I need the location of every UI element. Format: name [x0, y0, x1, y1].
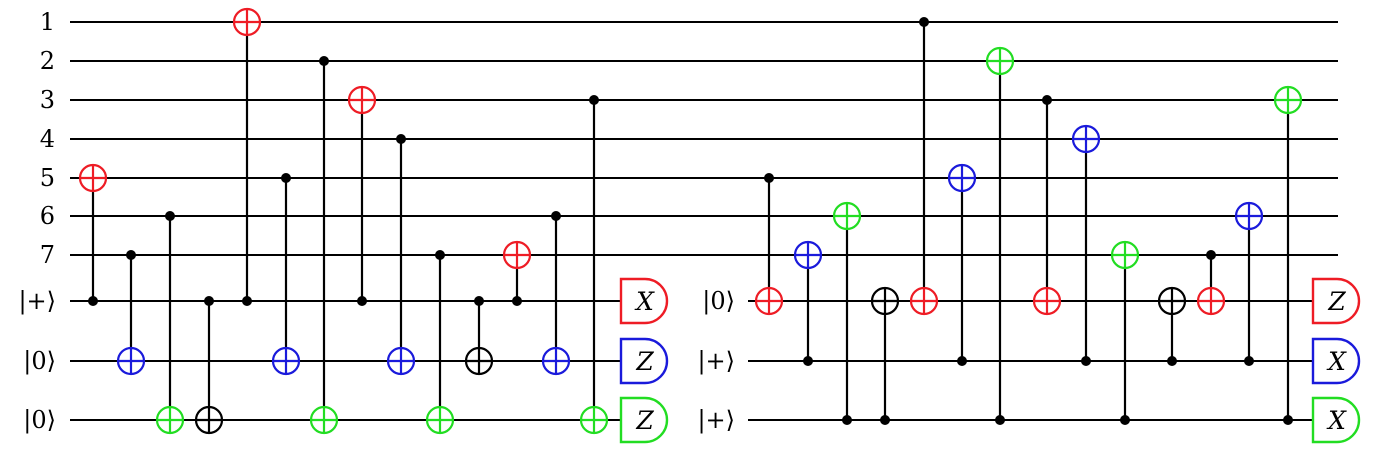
right-measurement-3-basis: X: [1326, 406, 1347, 435]
left-cnot-13-control-dot: [551, 211, 561, 221]
left-cnot-4-control-dot: [204, 296, 214, 306]
left-cnot-1-control-dot: [88, 296, 98, 306]
left-cnot-7: [309, 56, 339, 435]
left-cnot-9-control-dot: [396, 134, 406, 144]
right-measurement-2-basis: X: [1326, 347, 1347, 376]
right-cnot-6: [947, 163, 977, 366]
right-measurement-1-shape: [1311, 277, 1361, 325]
left-measurement-2: Z: [619, 337, 669, 385]
left-cnot-12-control-dot: [512, 296, 522, 306]
left-cnot-10-control-dot: [435, 250, 445, 260]
gate-layer: [78, 7, 1303, 435]
left-cnot-4: [194, 296, 224, 435]
right-cnot-3: [832, 201, 862, 425]
left-cnot-9: [386, 134, 416, 376]
right-measurement-2-shape: [1311, 337, 1361, 385]
left-cnot-14: [579, 95, 609, 435]
right-measurement-1: Z: [1311, 277, 1361, 325]
right-cnot-1: [754, 173, 784, 316]
left-cnot-2: [116, 250, 146, 376]
right-cnot-7-control-dot: [995, 415, 1005, 425]
left-cnot-3-control-dot: [165, 211, 175, 221]
left-ancilla-label-1: |+⟩: [18, 287, 56, 316]
right-cnot-11: [1157, 286, 1187, 366]
left-cnot-11-control-dot: [474, 296, 484, 306]
left-measurement-3-basis: Z: [635, 406, 654, 435]
left-cnot-11: [464, 296, 494, 376]
left-cnot-8-control-dot: [357, 296, 367, 306]
left-cnot-8: [347, 85, 377, 306]
right-cnot-13-control-dot: [1244, 356, 1254, 366]
left-measurement-3: Z: [619, 396, 669, 444]
data-qubit-label-3: 3: [40, 86, 55, 114]
right-measurement-2: X: [1311, 337, 1361, 385]
right-cnot-1-control-dot: [764, 173, 774, 183]
data-qubit-label-5: 5: [40, 164, 55, 192]
right-cnot-10: [1110, 240, 1140, 425]
left-cnot-13: [541, 211, 571, 376]
right-cnot-2-control-dot: [803, 356, 813, 366]
right-cnot-8: [1032, 95, 1062, 316]
right-ancilla-label-2: |+⟩: [697, 347, 735, 376]
right-cnot-12: [1196, 250, 1226, 316]
left-cnot-6: [271, 173, 301, 376]
left-cnot-6-control-dot: [281, 173, 291, 183]
left-measurement-1: X: [619, 277, 669, 325]
left-cnot-2-control-dot: [126, 250, 136, 260]
right-measurement-1-basis: Z: [1327, 287, 1346, 316]
right-cnot-10-control-dot: [1120, 415, 1130, 425]
left-measurement-2-basis: Z: [635, 347, 654, 376]
right-cnot-6-control-dot: [957, 356, 967, 366]
left-measurement-3-shape: [619, 396, 669, 444]
right-measurement-3: X: [1311, 396, 1361, 444]
data-qubit-label-7: 7: [40, 241, 55, 269]
right-cnot-12-control-dot: [1206, 250, 1216, 260]
right-cnot-11-control-dot: [1167, 356, 1177, 366]
data-qubit-label-2: 2: [40, 47, 55, 75]
left-ancilla-label-3: |0⟩: [23, 406, 56, 435]
right-cnot-4-control-dot: [880, 415, 890, 425]
label-layer: 1 2 3 4 5 6 7 |+⟩ |0⟩ |0⟩ |0⟩ |+⟩ |+⟩: [18, 8, 735, 435]
right-cnot-7: [985, 46, 1015, 425]
left-cnot-12: [502, 240, 532, 306]
wire-layer: [70, 21, 1338, 421]
right-ancilla-label-1: |0⟩: [702, 287, 735, 316]
left-cnot-5: [232, 7, 262, 306]
measurement-layer: X Z Z Z X X: [619, 277, 1361, 444]
right-cnot-9-control-dot: [1081, 356, 1091, 366]
right-cnot-14: [1273, 85, 1303, 425]
right-cnot-3-control-dot: [842, 415, 852, 425]
left-cnot-7-control-dot: [319, 56, 329, 66]
right-cnot-13: [1234, 201, 1264, 366]
right-cnot-5-control-dot: [919, 17, 929, 27]
left-measurement-1-shape: [619, 277, 669, 325]
data-qubit-label-4: 4: [40, 125, 55, 153]
right-cnot-8-control-dot: [1042, 95, 1052, 105]
right-cnot-9: [1071, 124, 1101, 366]
left-measurement-2-shape: [619, 337, 669, 385]
left-cnot-5-control-dot: [242, 296, 252, 306]
left-cnot-10: [425, 250, 455, 435]
left-ancilla-label-2: |0⟩: [23, 347, 56, 376]
left-cnot-1: [78, 163, 108, 306]
data-qubit-label-6: 6: [40, 202, 55, 230]
left-cnot-14-control-dot: [589, 95, 599, 105]
left-cnot-3: [155, 211, 185, 435]
right-cnot-4: [870, 286, 900, 425]
right-cnot-2: [793, 240, 823, 366]
right-cnot-5: [909, 17, 939, 316]
data-qubit-label-1: 1: [40, 8, 55, 36]
right-ancilla-label-3: |+⟩: [697, 406, 735, 435]
left-measurement-1-basis: X: [634, 287, 655, 316]
right-measurement-3-shape: [1311, 396, 1361, 444]
right-cnot-14-control-dot: [1283, 415, 1293, 425]
